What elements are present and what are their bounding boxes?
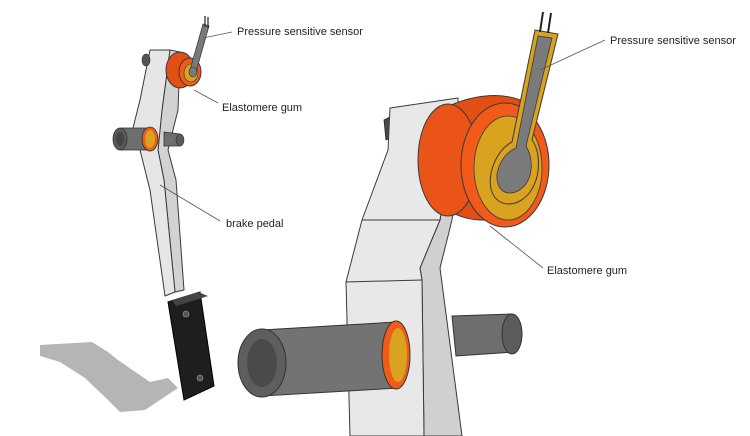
label-sensor-left: Pressure sensitive sensor (237, 26, 363, 38)
leader-sensor-left (202, 31, 233, 39)
top-pivot (141, 53, 151, 67)
label-gum-right: Elastomere gum (547, 265, 627, 277)
label-brake-pedal: brake pedal (226, 218, 284, 230)
leader-sensor-right (539, 39, 606, 71)
label-gum-left: Elastomere gum (222, 102, 302, 114)
zoomed-axle (237, 313, 523, 398)
leader-gum-right (489, 225, 544, 269)
small-axle (112, 126, 185, 152)
zoomed-pressure-sensor (489, 11, 559, 205)
leader-brake-pedal (159, 184, 221, 222)
small-pressure-sensor (188, 16, 210, 78)
leader-gum-left (193, 89, 219, 104)
zoomed-pedal-assembly (237, 11, 559, 436)
pedal-shadow (40, 342, 178, 412)
small-pedal-assembly (40, 16, 215, 412)
leader-lines (159, 31, 606, 269)
labels: Pressure sensitive sensor Elastomere gum… (222, 26, 736, 277)
label-sensor-right: Pressure sensitive sensor (610, 35, 736, 47)
small-pedal-pad (167, 291, 215, 401)
